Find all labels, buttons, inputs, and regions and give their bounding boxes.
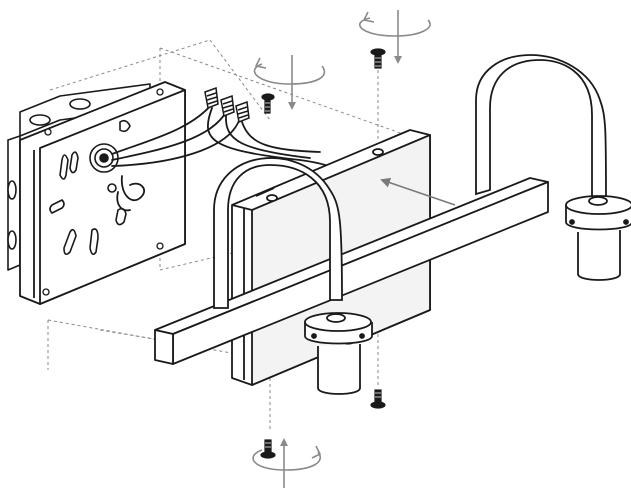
screw-icon	[260, 439, 276, 459]
screw-lower-right	[370, 389, 386, 409]
lamp-socket-left	[304, 312, 373, 395]
gooseneck-right	[475, 54, 607, 206]
screw-bottom	[260, 439, 276, 459]
wires	[111, 103, 241, 212]
rotate-arrow-icon	[359, 10, 431, 64]
wire-nut-icon	[204, 86, 219, 110]
assembly-arrow	[380, 177, 456, 206]
screw-top	[370, 48, 386, 69]
gooseneck-left	[213, 157, 343, 309]
knockout-icon	[69, 98, 91, 110]
wire-nuts	[204, 86, 250, 124]
knockout-icon	[29, 114, 51, 126]
plate-slots	[49, 119, 131, 256]
screw-icon	[370, 389, 386, 409]
center-stud	[89, 143, 119, 173]
knockout-icon	[7, 230, 17, 250]
knockout-icon	[7, 180, 17, 200]
screw-icon	[370, 48, 386, 69]
plate-holes	[42, 88, 164, 296]
crossbar-arm	[154, 177, 549, 365]
mounting-plate	[19, 81, 186, 305]
screw-wire-area	[261, 93, 275, 114]
rotate-arrow-icon	[253, 55, 326, 110]
screw-icon	[261, 93, 275, 114]
junction-box	[7, 83, 151, 271]
rotate-arrow-icon	[252, 438, 321, 488]
wire-nut-icon	[235, 100, 250, 124]
lamp-socket-right	[565, 195, 631, 281]
wire-nut-icon	[220, 94, 235, 118]
